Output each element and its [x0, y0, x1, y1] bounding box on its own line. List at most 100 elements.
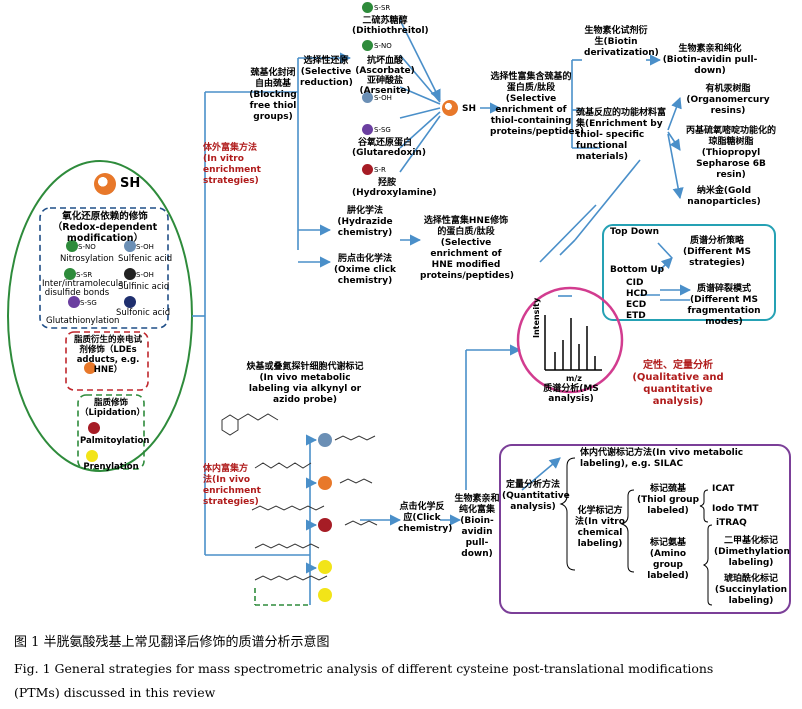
reductant-sphere-1	[362, 2, 373, 13]
amino-group-labeled: 标记氨基(Amino group labeled)	[647, 538, 689, 581]
biotin-derivatization: 生物素化试剂衍生(Biotin derivatization)	[584, 26, 659, 58]
reductant-glutaredoxin: 谷氧还原蛋白(Glutaredoxin)	[352, 138, 426, 158]
functional-materials: 巯基反应的功能材料富集(Enrichment by thiol- specifi…	[576, 108, 667, 162]
cys-sphere-sulfinic	[124, 268, 136, 280]
redox-title: 氧化还原依赖的修饰（Redox-dependent modification）	[52, 211, 158, 244]
reductant-hydroxylamine: 羟胺(Hydroxylamine)	[352, 178, 437, 198]
probe-sphere-5	[318, 588, 332, 602]
reductant-sphere-2	[362, 40, 373, 51]
cys-sphere-main	[94, 173, 116, 195]
reductant-mol-label-1: S-SR	[374, 4, 391, 12]
probe-sphere-1	[318, 433, 332, 447]
ms-spectrum	[544, 315, 602, 371]
caption-en-line2: (PTMs) discussed in this review	[14, 685, 216, 700]
cys-sphere-nitrosyl	[66, 240, 78, 252]
cys-sphere-lde	[84, 362, 96, 374]
biotin-avidin-pulldown: 生物素亲和纯化(Biotin-avidin pull-down)	[662, 44, 758, 76]
dimethylation: 二甲基化标记(Dimethylation labeling)	[714, 536, 790, 568]
selective-thiol-enrichment: 选择性富集含巯基的蛋白质/肽段(Selective enrichment of …	[490, 72, 584, 137]
ms-strategy-frame	[602, 224, 776, 321]
metabolic-silac: 体内代谢标记方法(In vivo metabolic labeling), e.…	[580, 448, 744, 469]
reductant-arsenite: 亚砷酸盐(Arsenite)	[359, 76, 411, 96]
redox-sulfinic: Sulfinic acid	[118, 282, 170, 292]
redox-nitrosylation: Nitrosylation	[60, 254, 114, 264]
redox-frame	[39, 207, 169, 329]
click-chemistry: 点击化学反应(Click chemistry)	[398, 502, 453, 534]
reductant-mol-label-3: S-OH	[374, 94, 392, 102]
lde-title: 脂质衍生的亲电试剂修饰（LDEs adducts, e.g. HNE）	[73, 335, 142, 375]
lipid-frame	[77, 394, 145, 470]
frag-hcd: HCD	[626, 289, 648, 299]
frag-cid: CID	[626, 278, 644, 288]
thiopropyl-resin: 丙基硫氧嘧啶功能化的琼脂糖树脂(Thiopropyl Sepharose 6B …	[685, 126, 776, 180]
cys-sphere-palmitoyl	[88, 422, 100, 434]
qual-quant-analysis: 定性、定量分析(Qualitative and quantitative ana…	[632, 360, 724, 407]
biotin-avidin-invivo: 生物素亲和纯化富集(Bioin-avidin pull-down)	[454, 494, 500, 559]
ms-mz-label: m/z	[566, 374, 582, 383]
oxime-click: 肟点击化学法(Oxime click chemistry)	[333, 254, 397, 286]
reductant-dtt: 二硫苏糖醇(Dithiothreitol)	[352, 16, 429, 36]
thiol-sphere	[442, 100, 458, 116]
icat: ICAT	[712, 484, 735, 494]
cys-sphere-prenyl	[86, 450, 98, 462]
succinylation: 琥珀酰化标记(Succinylation labeling)	[714, 574, 788, 606]
ms-strategies: 质谱分析策略(Different MS strategies)	[683, 236, 751, 268]
probe-sphere-2	[318, 476, 332, 490]
cys-sphere-sulfenic	[124, 240, 136, 252]
gold-nanoparticles: 纳米金(Gold nanoparticles)	[687, 186, 761, 207]
probe-structures	[221, 413, 378, 581]
thiol-sh-label: SH	[462, 104, 477, 114]
reductant-mol-label-4: S-SG	[374, 126, 391, 134]
lipid-title: 脂质修饰（Lipidation）	[80, 398, 146, 418]
ms-bottom-up: Bottom Up	[610, 265, 665, 275]
hne-enrichment: 选择性富集HNE修饰的蛋白质/肽段(Selective enrichment o…	[420, 216, 514, 281]
reductant-ascorbate: 抗坏血酸(Ascorbate)	[355, 56, 415, 76]
connector-lines	[192, 19, 692, 605]
ms-top-down: Top Down	[610, 227, 660, 237]
mol-label-ssr: S-SR	[76, 271, 93, 279]
ms-analysis-title: 质谱分析(MS analysis)	[543, 384, 599, 404]
mol-label-sno: S-NO	[78, 243, 96, 251]
redox-disulfide: Inter/intramolecular disulfide bonds	[42, 279, 127, 298]
in-vitro-label: 体外富集方法(In vitro enrichment strategies)	[203, 143, 261, 186]
mol-label-soh-2: S-OH	[136, 271, 154, 279]
lde-frame	[65, 331, 149, 391]
in-vivo-label: 体内富集方法(In vivo enrichment strategies)	[203, 464, 261, 507]
hydrazide-chemistry: 肼化学法(Hydrazide chemistry)	[337, 206, 393, 238]
mol-label-soh-1: S-OH	[136, 243, 154, 251]
cys-sphere-disulfide	[64, 268, 76, 280]
frag-ecd: ECD	[626, 300, 647, 310]
selective-reduction: 选择性还原(Selective reduction)	[300, 56, 353, 88]
metabolic-labeling: 炔基或叠氮探针细胞代谢标记(In vivo metabolic labeling…	[246, 362, 364, 405]
caption-en-line1: Fig. 1 General strategies for mass spect…	[14, 661, 714, 676]
reductant-sphere-4	[362, 124, 373, 135]
ms-analysis-circle	[516, 286, 624, 394]
cys-sh-label: SH	[120, 176, 141, 191]
frag-etd: ETD	[626, 311, 646, 321]
quant-brackets	[559, 457, 713, 606]
ms-intensity-label: Intensity	[532, 297, 541, 338]
reductant-mol-label-2: S-NO	[374, 42, 392, 50]
ms-frag-modes: 质谱碎裂模式(Different MS fragmentation modes)	[687, 284, 761, 327]
iodo-tmt: Iodo TMT	[712, 504, 759, 514]
reductant-sphere-5	[362, 164, 373, 175]
block-free-thiol: 巯基化封闭自由巯基(Blocking free thiol groups)	[249, 68, 297, 122]
reductant-mol-label-5: S-R	[374, 166, 386, 174]
cys-sphere-sulfonic	[124, 296, 136, 308]
probe-sphere-4	[318, 560, 332, 574]
cys-sphere-glutathione	[68, 296, 80, 308]
reductant-sphere-3	[362, 92, 373, 103]
itraq: iTRAQ	[716, 518, 747, 528]
probe-sphere-3	[318, 518, 332, 532]
quant-analysis: 定量分析方法(Quantitative analysis)	[502, 480, 570, 512]
chemical-labeling: 化学标记方法(In vitro chemical labeling)	[575, 506, 625, 549]
redox-sulfenic: Sulfenic acid	[118, 254, 173, 264]
thiol-group-labeled: 标记巯基(Thiol group labeled)	[636, 484, 700, 516]
redox-glutathionylation: Glutathionylation	[46, 316, 120, 326]
caption-cn: 图 1 半胱氨酸残基上常见翻译后修饰的质谱分析示意图	[14, 635, 330, 650]
organomercury-resin: 有机汞树脂(Organomercury resins)	[686, 84, 770, 116]
lipid-palmitoylation: Palmitoylation	[80, 436, 150, 446]
mol-label-ssg: S-SG	[80, 299, 97, 307]
redox-sulfonic: Sulfonic acid	[116, 308, 171, 318]
